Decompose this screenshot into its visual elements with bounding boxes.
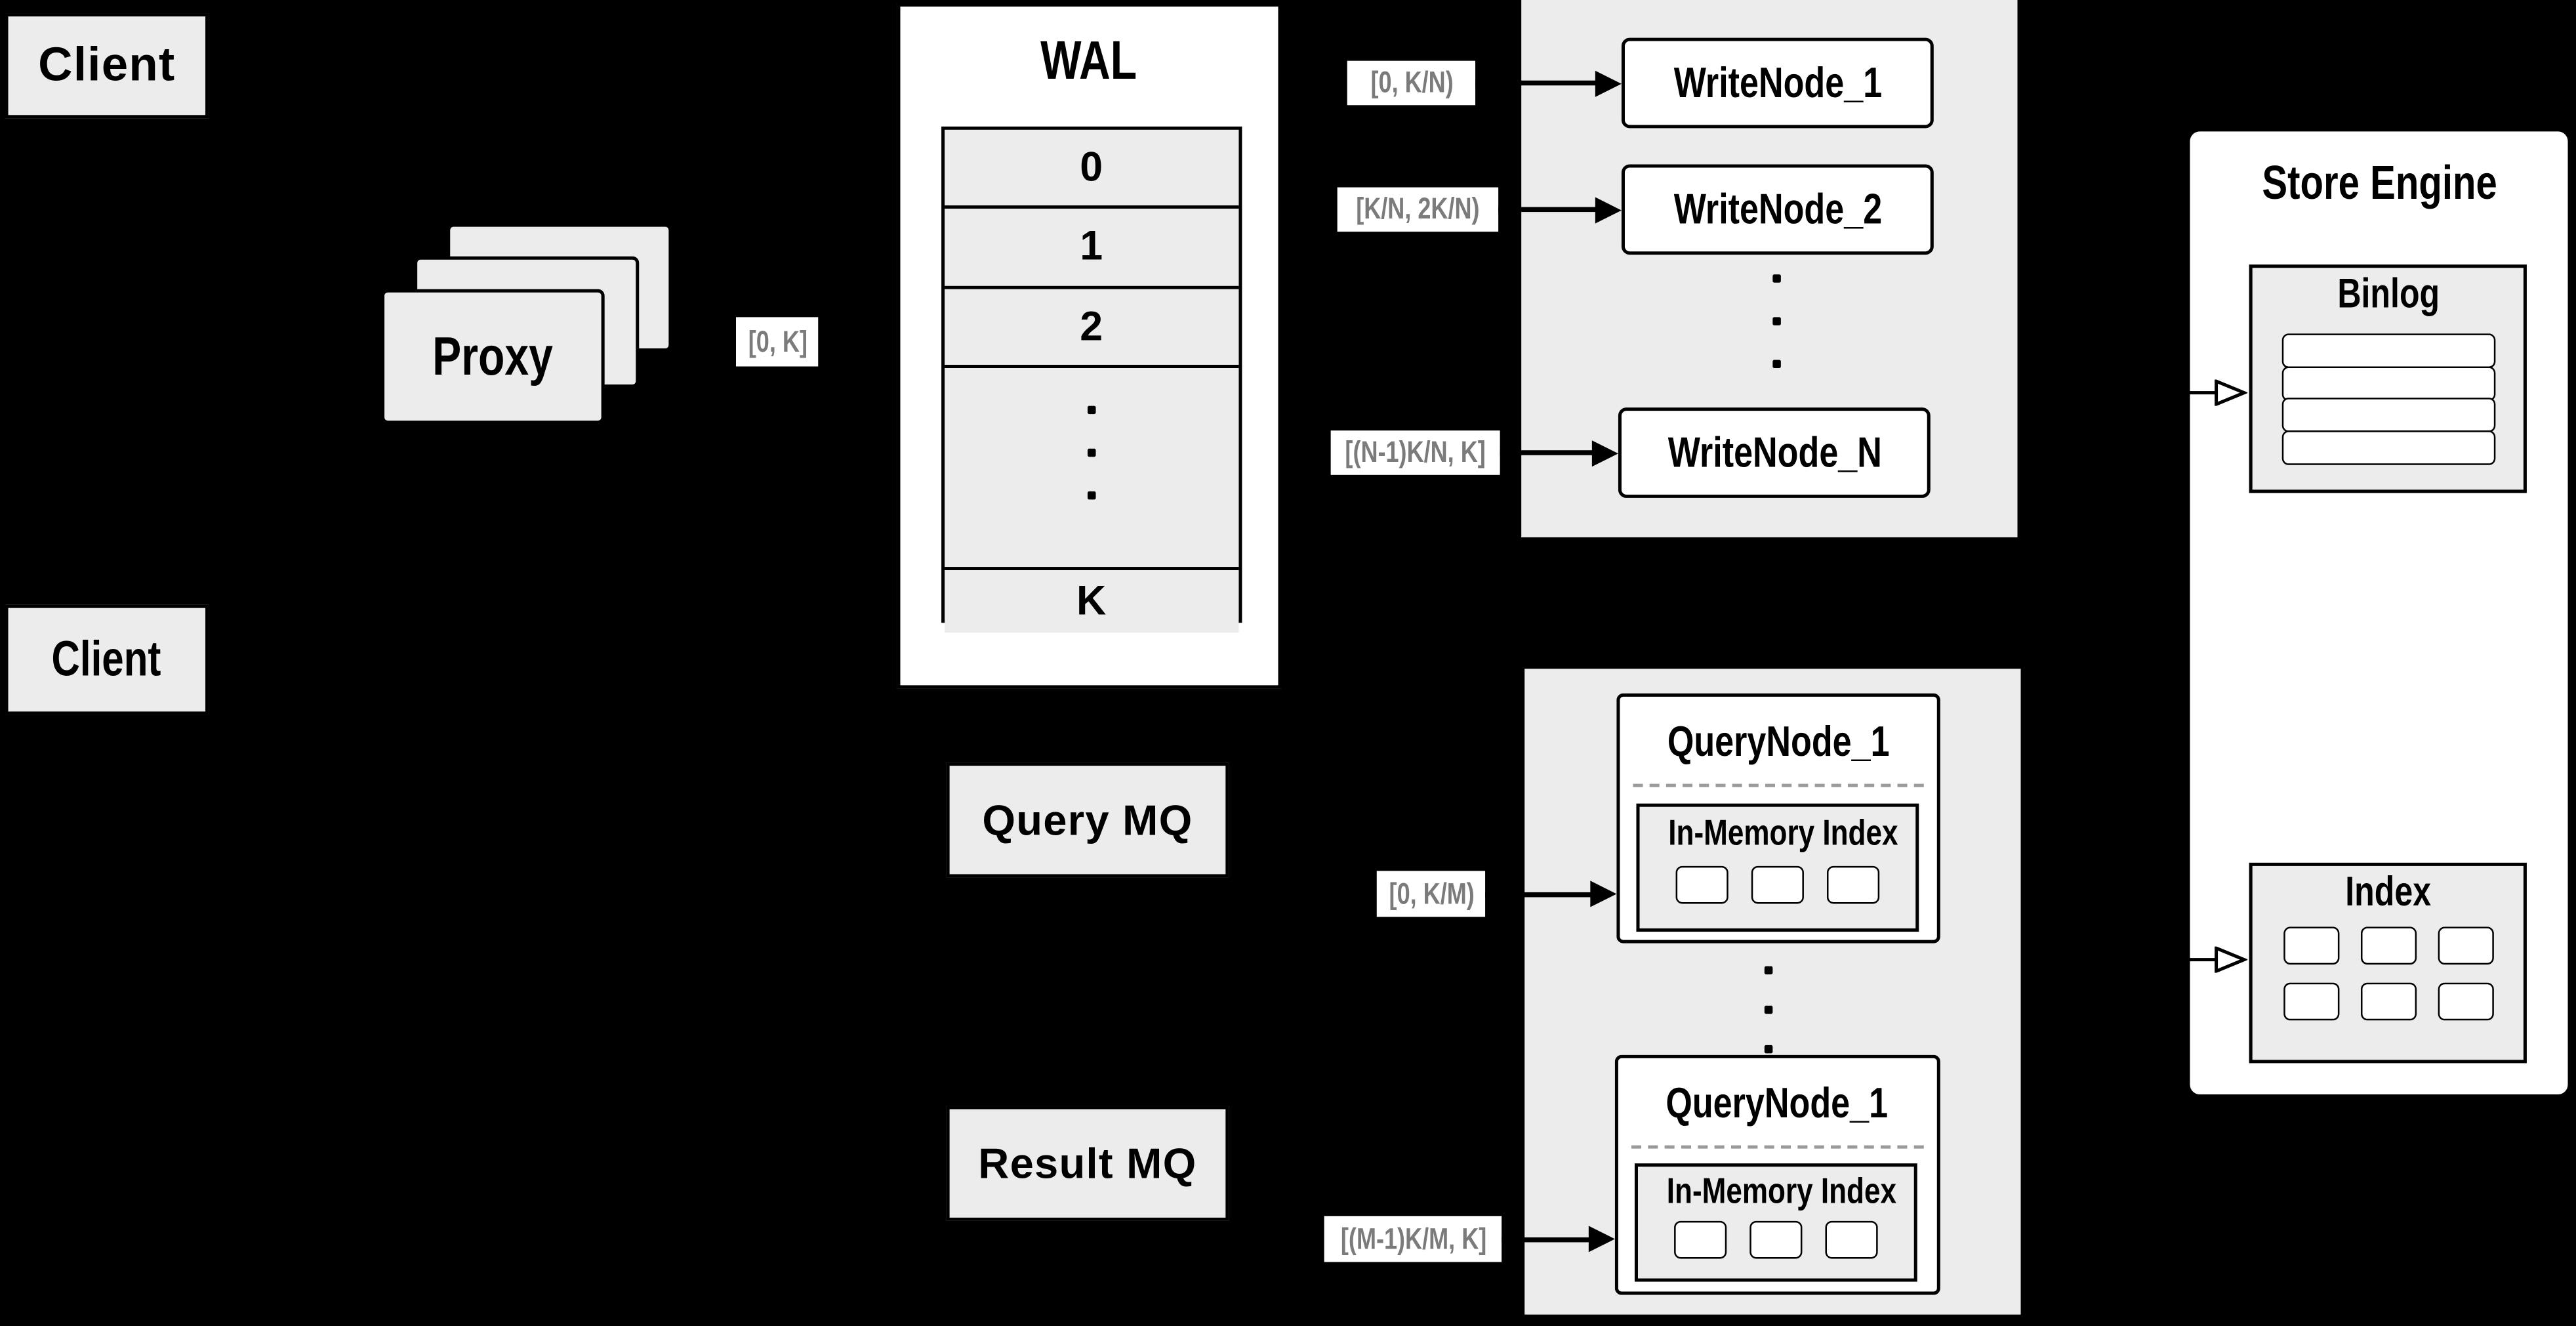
wal-row-1: 1 bbox=[945, 209, 1239, 289]
query-node-bottom-dashed-divider bbox=[1631, 1145, 1924, 1149]
wal-row-2: 2 bbox=[945, 289, 1239, 369]
query-node-top-label: QueryNode_1 bbox=[1667, 716, 1890, 766]
write-node-n-label: WriteNode_N bbox=[1667, 427, 1881, 477]
binlog-rows bbox=[2281, 333, 2495, 465]
client-top-label: Client bbox=[38, 38, 176, 91]
wal-row-0: 0 bbox=[945, 129, 1239, 209]
hollow-arrowhead-index bbox=[2215, 946, 2248, 973]
range-chip-write-1-text: [0, K/N) bbox=[1370, 66, 1453, 99]
client-bottom-box: Client bbox=[5, 604, 209, 715]
write-node-1-label: WriteNode_1 bbox=[1673, 57, 1882, 107]
write-node-1: WriteNode_1 bbox=[1621, 37, 1934, 129]
query-mq-label: Query MQ bbox=[982, 794, 1193, 844]
query-mq-box: Query MQ bbox=[946, 762, 1229, 878]
wal-row-ellipsis bbox=[945, 368, 1239, 571]
in-memory-index-bottom-cells bbox=[1638, 1220, 1914, 1259]
proxy-card-front: Proxy bbox=[381, 289, 605, 425]
proxy-label: Proxy bbox=[432, 325, 554, 386]
range-chip-query-m: [(M-1)K/M, K] bbox=[1324, 1216, 1502, 1262]
index-cells-row-1 bbox=[2253, 926, 2524, 965]
result-mq-label: Result MQ bbox=[978, 1138, 1197, 1188]
range-chip-0-k-text: [0, K] bbox=[747, 324, 807, 358]
index-title: Index bbox=[2344, 869, 2431, 916]
in-memory-index-top: In-Memory Index bbox=[1636, 803, 1919, 932]
wal-ellipsis-dots bbox=[1087, 405, 1096, 500]
write-node-2-label: WriteNode_2 bbox=[1673, 184, 1882, 234]
result-mq-box: Result MQ bbox=[946, 1106, 1229, 1221]
range-chip-0-k: [0, K] bbox=[736, 317, 819, 367]
store-engine-title: Store Engine bbox=[2261, 157, 2497, 211]
query-node-top-dashed-divider bbox=[1633, 783, 1924, 787]
write-node-2: WriteNode_2 bbox=[1621, 164, 1934, 255]
in-memory-index-bottom-label: In-Memory Index bbox=[1666, 1170, 1897, 1211]
client-top-box: Client bbox=[5, 13, 209, 119]
in-memory-index-top-label: In-Memory Index bbox=[1668, 812, 1898, 853]
index-box: Index bbox=[2249, 862, 2527, 1064]
range-chip-write-n: [(N-1)K/N, K] bbox=[1330, 430, 1500, 475]
query-nodes-ellipsis-dots bbox=[1764, 966, 1773, 1054]
in-memory-index-bottom: In-Memory Index bbox=[1634, 1163, 1917, 1282]
wal-segment-table: 0 1 2 K bbox=[941, 126, 1242, 633]
range-chip-query-1-text: [0, K/M) bbox=[1388, 877, 1474, 910]
binlog-title: Binlog bbox=[2337, 271, 2440, 318]
range-chip-write-2-text: [K/N, 2K/N) bbox=[1356, 192, 1480, 226]
range-chip-query-1: [0, K/M) bbox=[1376, 871, 1486, 917]
wal-title: WAL bbox=[1041, 30, 1137, 91]
index-cells-row-2 bbox=[2253, 982, 2524, 1021]
range-chip-write-1: [0, K/N) bbox=[1347, 60, 1476, 106]
range-chip-write-n-text: [(N-1)K/N, K] bbox=[1345, 435, 1486, 468]
write-nodes-ellipsis-dots bbox=[1772, 274, 1781, 369]
write-node-n: WriteNode_N bbox=[1618, 407, 1931, 498]
range-chip-query-m-text: [(M-1)K/M, K] bbox=[1339, 1222, 1486, 1255]
in-memory-index-top-cells bbox=[1639, 865, 1915, 904]
query-node-bottom-label: QueryNode_1 bbox=[1666, 1077, 1889, 1128]
wal-row-k: K bbox=[945, 570, 1239, 633]
hollow-arrowhead-binlog bbox=[2215, 379, 2248, 406]
binlog-box: Binlog bbox=[2249, 264, 2527, 493]
range-chip-write-2: [K/N, 2K/N) bbox=[1337, 187, 1499, 232]
client-bottom-label: Client bbox=[52, 631, 162, 686]
